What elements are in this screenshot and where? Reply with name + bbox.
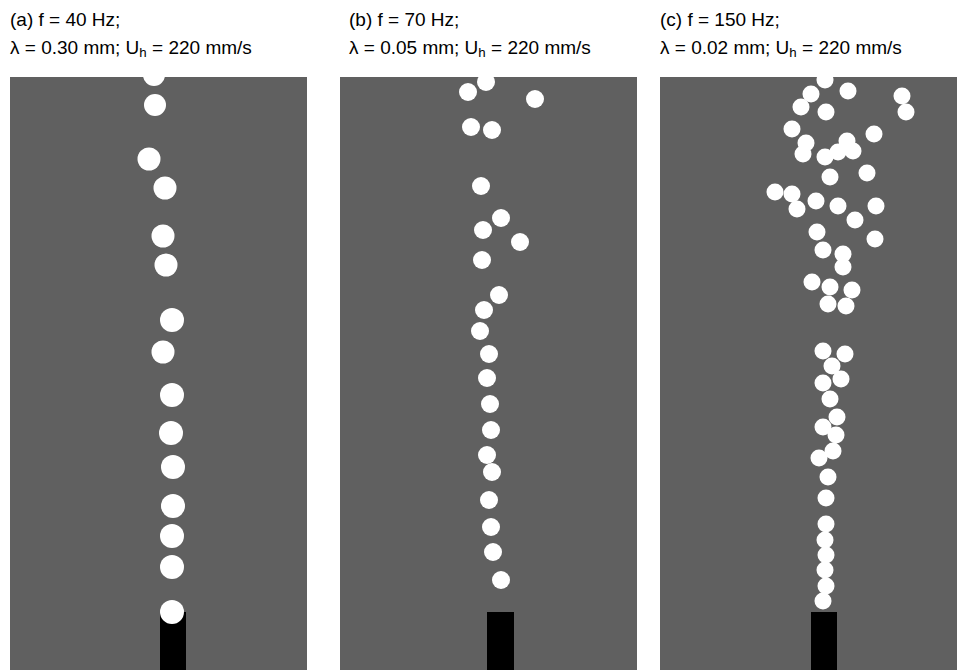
panel-ground bbox=[660, 77, 957, 670]
nozzle bbox=[487, 612, 514, 670]
bubble-chain bbox=[459, 77, 544, 589]
bubble-chain bbox=[767, 77, 915, 610]
bubble-chain bbox=[138, 77, 186, 624]
panel-caption: (b) f = 70 Hz; bbox=[349, 9, 459, 31]
panel-caption: (c) f = 150 Hz; bbox=[660, 9, 780, 31]
nozzle bbox=[811, 612, 837, 670]
panel-ground bbox=[10, 77, 307, 670]
panel-caption: (a) f = 40 Hz; bbox=[10, 9, 120, 31]
panel-ground bbox=[340, 77, 637, 670]
panel-caption: λ = 0.05 mm; Uh = 220 mm/s bbox=[349, 37, 591, 59]
panel-caption: λ = 0.02 mm; Uh = 220 mm/s bbox=[660, 37, 902, 59]
panel-caption: λ = 0.30 mm; Uh = 220 mm/s bbox=[10, 37, 252, 59]
